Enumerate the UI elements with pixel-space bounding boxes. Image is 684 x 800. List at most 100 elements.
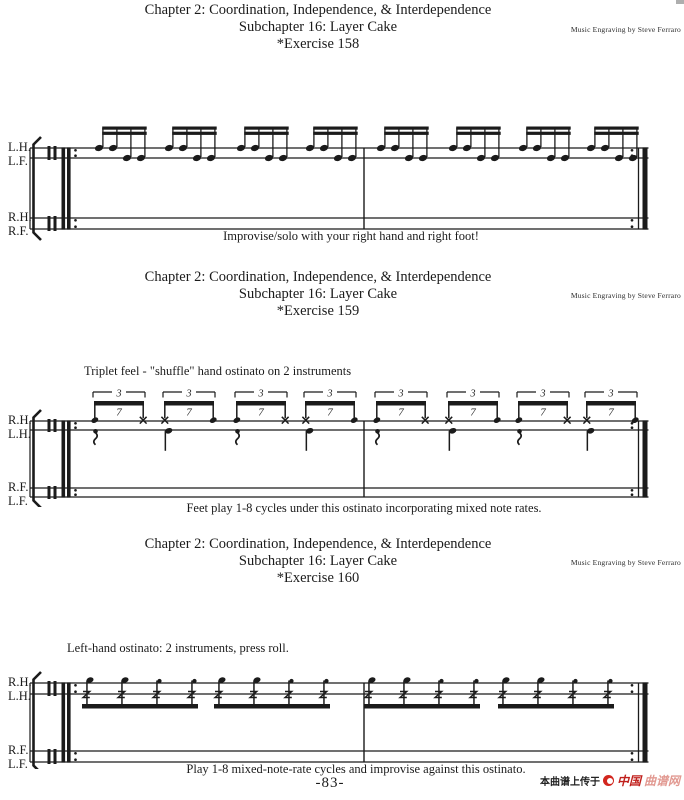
stem <box>86 680 88 705</box>
notehead <box>289 678 294 684</box>
tuplet-number: 3 <box>398 389 404 400</box>
notehead <box>560 154 570 162</box>
exercise-160-instruction: Left-hand ostinato: 2 instruments, press… <box>67 641 289 655</box>
repeat-dot <box>74 751 77 755</box>
watermark-site-name: 中国 <box>616 774 641 788</box>
percussion-clef <box>47 216 51 231</box>
notehead <box>250 144 260 152</box>
repeat-dot <box>74 426 77 430</box>
repeat-dot <box>630 225 634 229</box>
tuplet-number: 3 <box>540 389 546 400</box>
notehead <box>515 417 523 424</box>
stem <box>218 680 220 705</box>
eighth-rest: 7 <box>608 407 614 419</box>
notehead <box>537 677 545 683</box>
x-notehead <box>563 416 572 425</box>
beam <box>498 704 614 709</box>
repeat-dot <box>630 426 634 430</box>
stem <box>586 430 589 451</box>
buzz-squiggle <box>516 432 523 446</box>
system-bracket <box>32 136 42 241</box>
buzz-z-mark <box>283 690 294 699</box>
eighth-rest: 7 <box>398 407 404 419</box>
buzz-z-mark <box>567 690 578 699</box>
beam <box>94 401 144 406</box>
eighth-rest: 7 <box>186 407 192 419</box>
begin-repeat-barline <box>67 147 71 230</box>
buzz-z-mark <box>186 690 197 699</box>
begin-repeat-barline <box>61 147 66 230</box>
notehead <box>368 677 376 683</box>
buzz-z-mark <box>116 690 127 699</box>
beam <box>164 401 214 406</box>
eighth-rest: 7 <box>258 407 264 419</box>
exercise-number: *Exercise 159 <box>276 303 360 319</box>
beam <box>172 131 217 135</box>
stem <box>164 430 167 451</box>
beam <box>244 131 289 135</box>
notehead <box>236 144 246 152</box>
notehead <box>347 154 357 162</box>
x-notehead <box>139 416 148 425</box>
beam <box>448 401 498 406</box>
notehead <box>121 677 129 683</box>
beam <box>594 131 639 135</box>
repeat-dot <box>74 218 77 222</box>
tuplet-number: 3 <box>470 389 476 400</box>
beam <box>456 131 501 135</box>
repeat-dot <box>74 154 77 158</box>
subchapter-title: Subchapter 16: Layer Cake <box>238 553 398 569</box>
beam <box>214 704 330 709</box>
notehead <box>278 154 288 162</box>
stem <box>305 430 308 451</box>
notehead <box>546 154 556 162</box>
stem <box>323 680 325 705</box>
staff-label-rh: R.H. <box>8 675 32 689</box>
exercise-number: *Exercise 158 <box>276 36 360 52</box>
repeat-dot <box>74 488 77 492</box>
subchapter-title: Subchapter 16: Layer Cake <box>238 19 398 35</box>
buzz-z-mark <box>433 690 444 699</box>
beam <box>305 401 355 406</box>
notehead <box>476 154 486 162</box>
percussion-clef <box>47 146 51 160</box>
beam <box>594 126 639 130</box>
x-notehead <box>301 416 310 425</box>
exercise-159-caption: Feet play 1-8 cycles under this ostinato… <box>186 501 542 515</box>
watermark-site-name: 曲谱网 <box>643 774 680 788</box>
repeat-dot <box>630 690 634 694</box>
beam <box>384 131 429 135</box>
staff-label-lf: L.F. <box>8 757 28 771</box>
exercise-159-header: Chapter 2: Coordination, Independence, &… <box>56 269 580 320</box>
beam <box>236 401 286 406</box>
notehead <box>324 678 329 684</box>
begin-repeat-barline <box>61 420 66 498</box>
tuplet-number: 3 <box>258 389 264 400</box>
notehead <box>573 678 578 684</box>
beam <box>364 704 480 709</box>
notehead <box>350 417 358 424</box>
notehead <box>628 154 638 162</box>
x-notehead <box>281 416 290 425</box>
notehead <box>108 144 118 152</box>
buzz-notehead <box>235 429 240 434</box>
percussion-clef <box>53 486 57 499</box>
eighth-rest: 7 <box>540 407 546 419</box>
repeat-dot <box>74 690 77 694</box>
stem <box>368 680 370 705</box>
x-notehead <box>421 416 430 425</box>
notehead <box>532 144 542 152</box>
notehead <box>493 417 501 424</box>
notehead <box>233 417 241 424</box>
beam <box>518 401 568 406</box>
percussion-clef <box>53 681 57 696</box>
stem <box>156 680 158 705</box>
notehead <box>404 154 414 162</box>
notehead <box>439 678 444 684</box>
notehead <box>218 677 226 683</box>
notehead <box>305 144 315 152</box>
exercise-number: *Exercise 160 <box>276 570 360 586</box>
percussion-clef <box>53 216 57 231</box>
system-bracket <box>32 409 42 507</box>
buzz-z-mark <box>81 690 92 699</box>
